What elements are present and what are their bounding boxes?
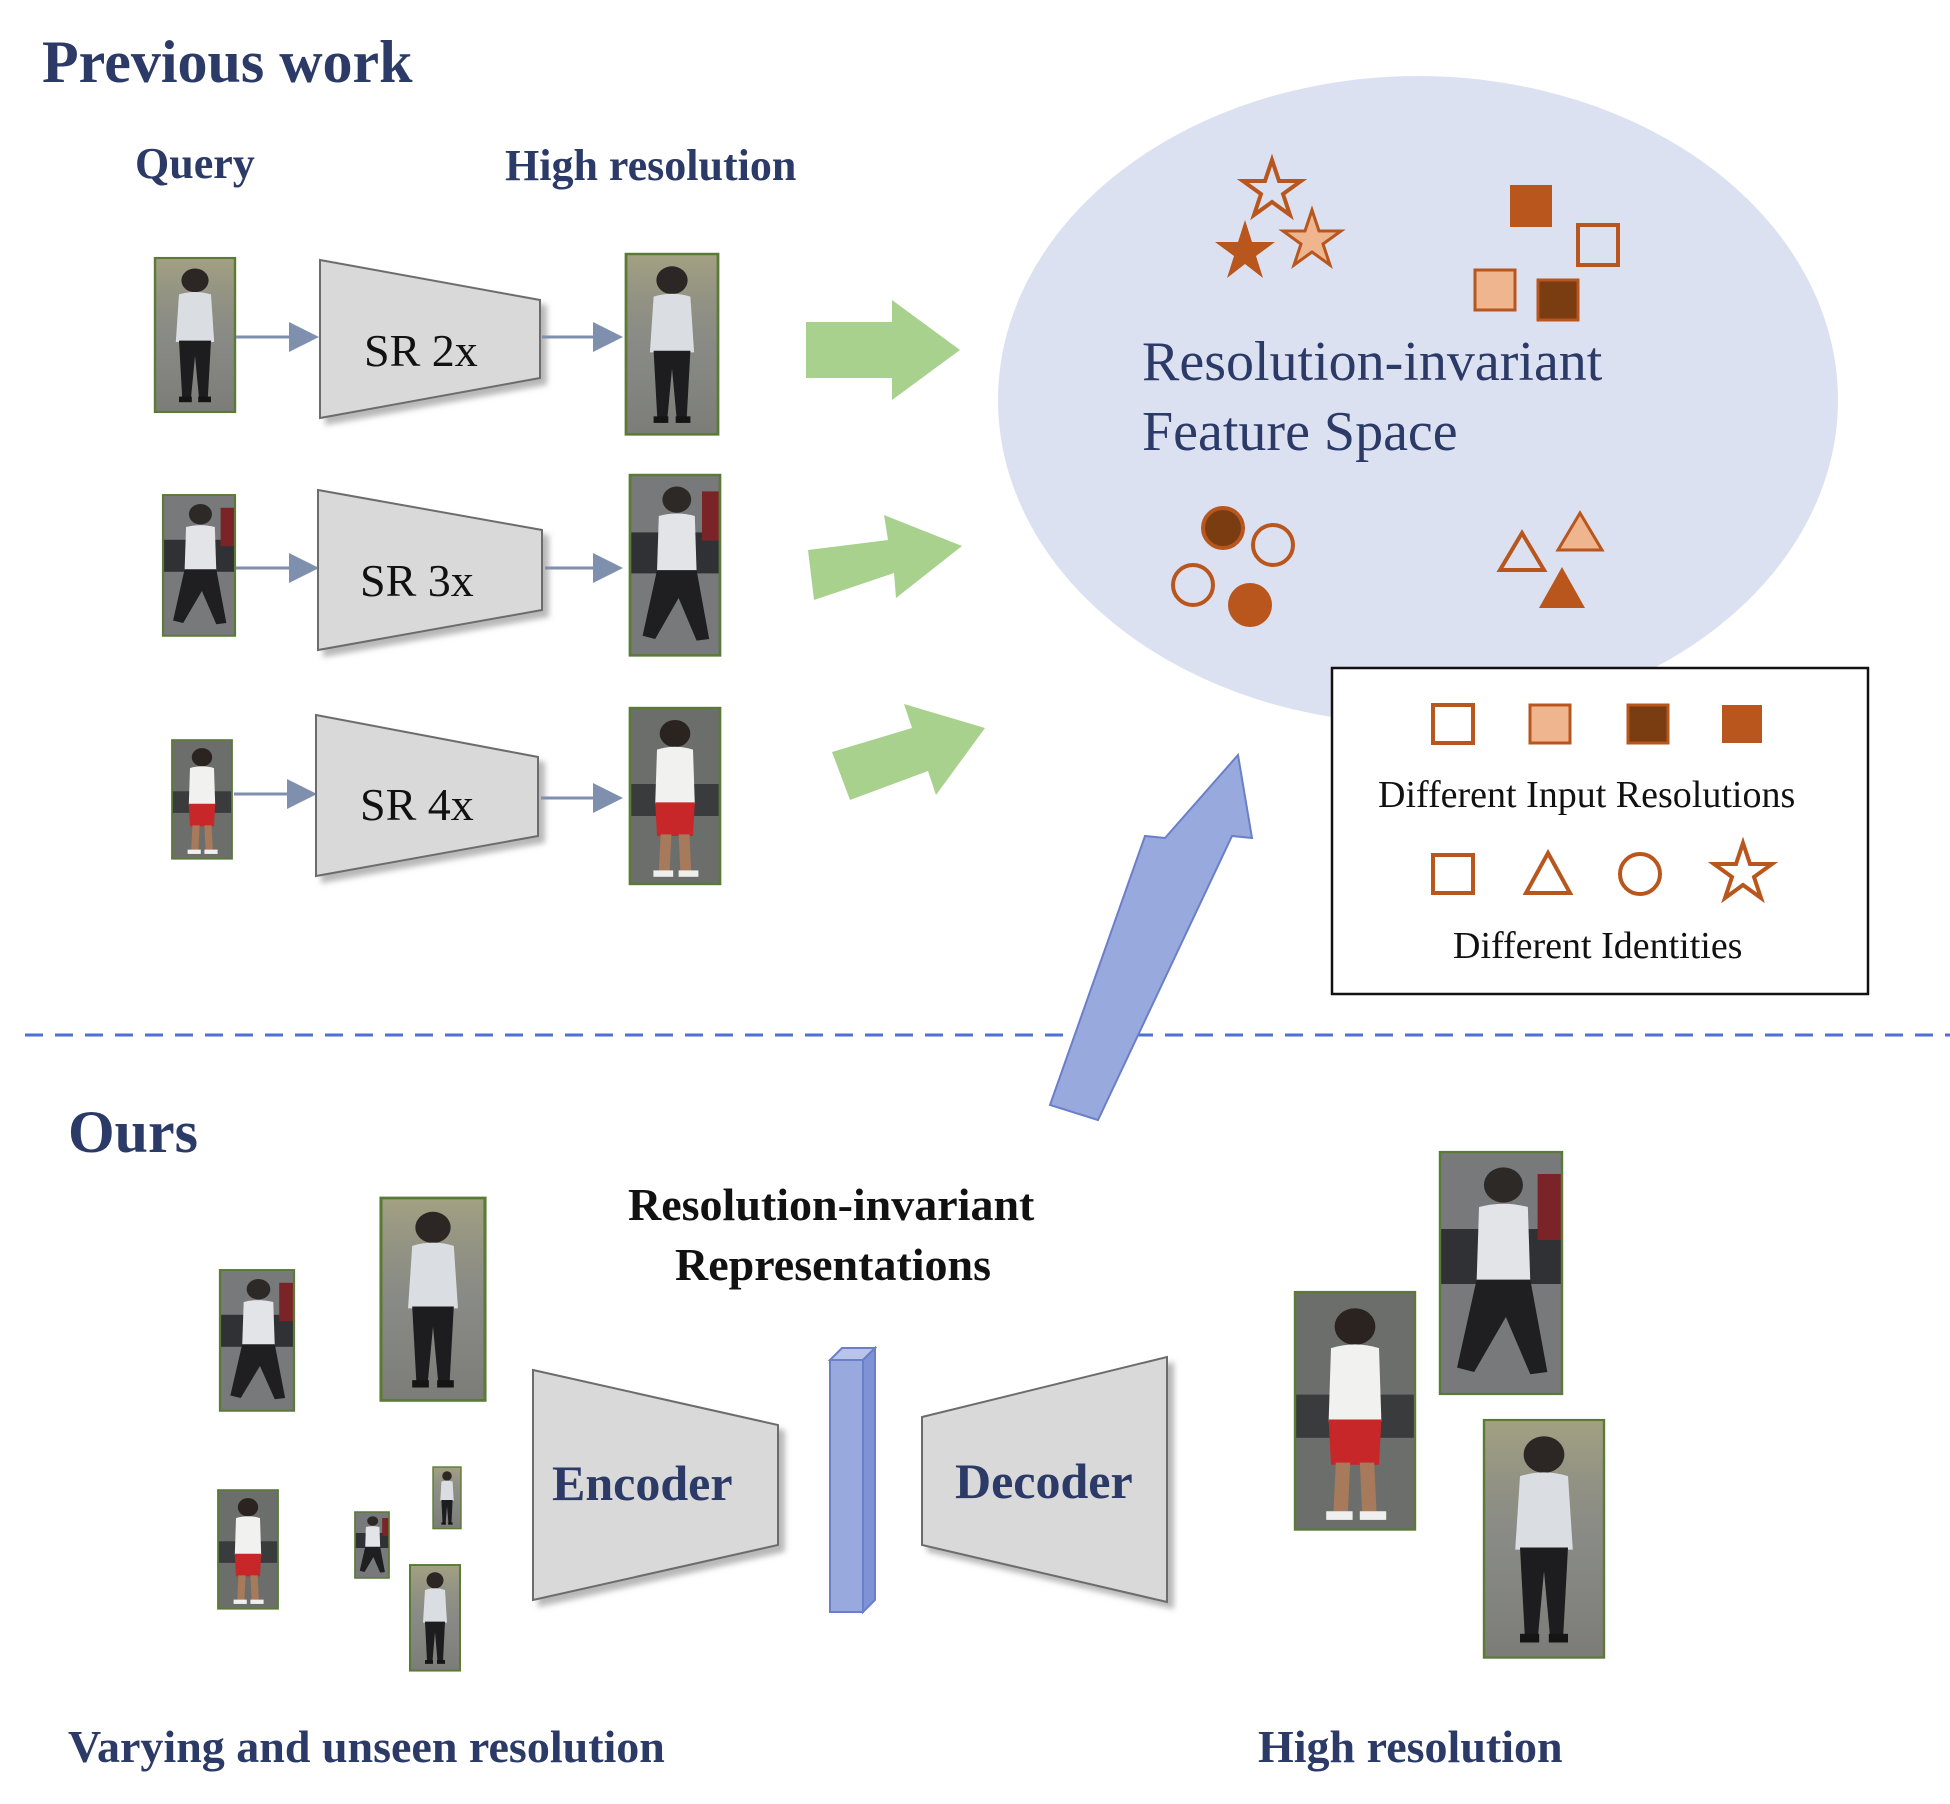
input-image-4	[354, 1511, 390, 1579]
circle-outline-icon	[1251, 523, 1295, 567]
square-light-icon	[1473, 268, 1517, 312]
output-image-3	[1482, 1418, 1606, 1659]
sr-label-3x: SR 3x	[360, 555, 474, 606]
circle-cluster	[1171, 506, 1295, 627]
query-label: Query	[135, 139, 255, 188]
query-image-1	[153, 256, 237, 414]
ours-title: Ours	[68, 1099, 198, 1165]
hr-image-2	[628, 473, 722, 657]
legend-box: Different Input Resolutions Different Id…	[1330, 666, 1870, 996]
output-caption: High resolution	[1258, 1721, 1563, 1772]
output-images	[1293, 1150, 1606, 1659]
circle-solid-icon	[1228, 583, 1272, 627]
query-image-2	[161, 494, 237, 637]
feature-space-ellipse	[998, 76, 1838, 724]
blue-arrow	[1048, 752, 1254, 1122]
feature-space-label-line2: Feature Space	[1142, 401, 1458, 463]
circle-outline-icon-2	[1171, 563, 1215, 607]
representation-label-line2: Representations	[675, 1239, 991, 1290]
circle-dark-icon	[1201, 506, 1245, 550]
sr-label-2x: SR 2x	[364, 325, 478, 376]
legend-identity-triangle-icon	[1522, 848, 1574, 895]
feature-space-label-line1: Resolution-invariant	[1142, 331, 1603, 393]
input-image-6	[409, 1564, 461, 1672]
legend-identity-square-icon	[1431, 853, 1475, 895]
legend-square-outline-icon	[1431, 703, 1475, 745]
legend-square-light-icon	[1528, 703, 1572, 745]
decoder-label: Decoder	[955, 1453, 1133, 1509]
square-outline-icon	[1576, 223, 1620, 267]
star-solid-icon	[1215, 220, 1275, 278]
sr-row-3x: SR 3x	[161, 473, 962, 657]
output-image-1	[1438, 1150, 1564, 1396]
star-outline-icon	[1236, 153, 1308, 221]
legend-identities-label: Different Identities	[1453, 925, 1742, 967]
input-images	[217, 1196, 487, 1672]
input-caption: Varying and unseen resolution	[68, 1721, 665, 1772]
output-image-2	[1293, 1290, 1417, 1531]
legend-resolutions-label: Different Input Resolutions	[1378, 774, 1795, 816]
sr-module-2x	[319, 258, 541, 420]
square-cluster	[1473, 185, 1620, 322]
input-image-1	[218, 1269, 296, 1412]
sr-row-4x: SR 4x	[171, 704, 985, 886]
square-dark-icon	[1536, 278, 1580, 322]
legend-identity-circle-icon	[1618, 852, 1662, 896]
legend-square-solid-icon	[1722, 705, 1762, 743]
encoder-block	[532, 1368, 779, 1602]
decoder-block	[921, 1355, 1168, 1604]
green-arrow-1	[806, 300, 960, 400]
legend-identity-star-icon	[1707, 836, 1779, 904]
sr-module-4x	[315, 713, 539, 878]
input-image-2	[379, 1196, 487, 1402]
representation-label-line1: Resolution-invariant	[628, 1179, 1035, 1230]
green-arrow-2	[808, 515, 962, 600]
triangle-solid-icon	[1539, 567, 1585, 608]
query-image-3	[171, 739, 233, 860]
star-cluster	[1215, 153, 1346, 278]
triangle-outline-icon	[1496, 529, 1548, 572]
square-solid-icon	[1510, 185, 1552, 227]
triangle-cluster	[1496, 510, 1605, 608]
sr-label-4x: SR 4x	[360, 779, 474, 830]
latent-representation-bar	[827, 1345, 878, 1615]
encoder-label: Encoder	[552, 1455, 733, 1511]
previous-work-title: Previous work	[42, 29, 413, 95]
sr-module-3x	[317, 488, 543, 652]
input-image-5	[432, 1466, 462, 1530]
legend-square-dark-icon	[1626, 703, 1670, 745]
hr-image-1	[624, 252, 720, 436]
star-light-icon	[1278, 205, 1346, 269]
green-arrow-3	[832, 704, 985, 800]
high-resolution-label-top: High resolution	[505, 141, 796, 190]
sr-row-2x: SR 2x	[153, 252, 960, 436]
input-image-3	[217, 1489, 279, 1610]
hr-image-3	[628, 706, 722, 886]
triangle-light-icon	[1555, 510, 1605, 552]
